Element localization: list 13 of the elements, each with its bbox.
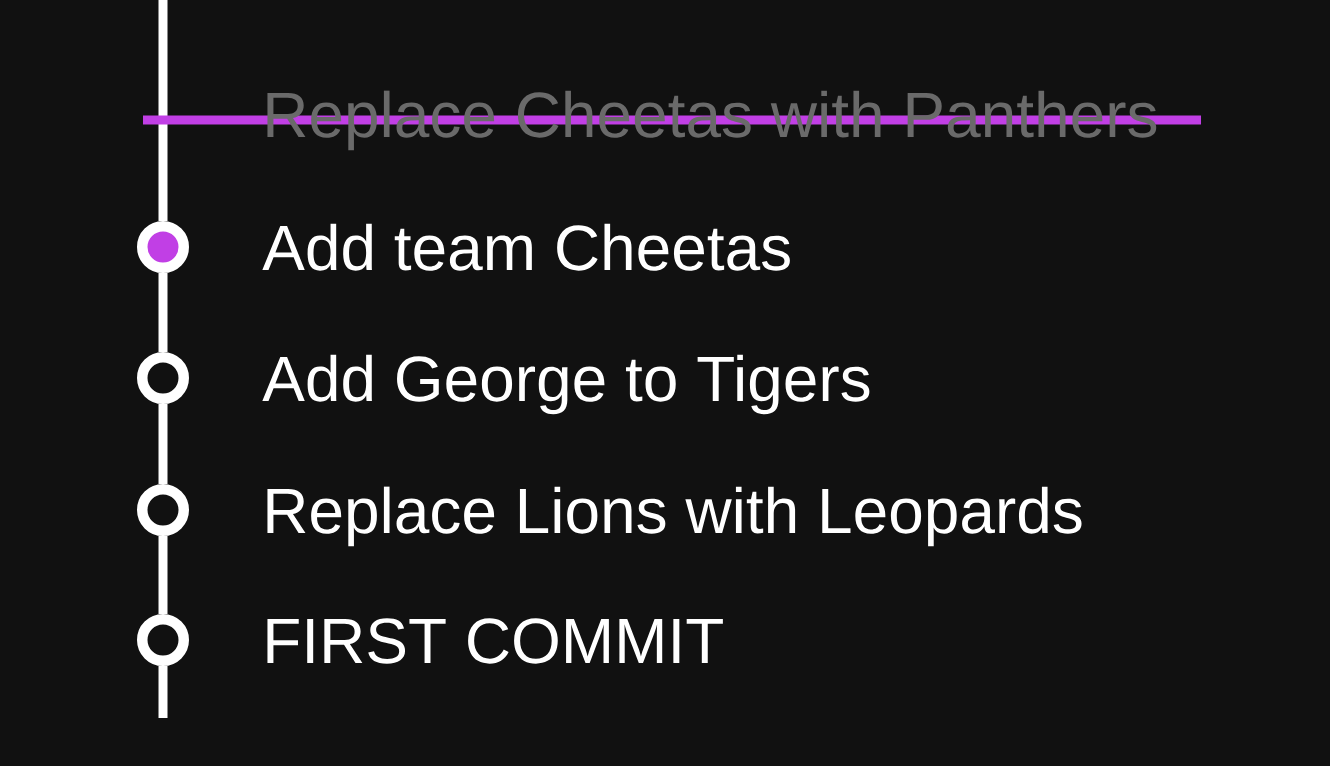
commit-circle [137, 221, 189, 273]
commit-message: FIRST COMMIT [267, 618, 723, 664]
timeline-line [158, 666, 168, 718]
commit-circle [137, 614, 189, 666]
timeline-line [158, 536, 168, 614]
commit-circle [137, 484, 189, 536]
timeline-line [158, 0, 168, 221]
commit-message: Replace Lions with Leopards [267, 486, 1082, 547]
commit-message: Add George to Tigers [262, 354, 870, 415]
commit-circle [137, 352, 189, 404]
timeline-line [158, 404, 168, 484]
timeline-line [158, 273, 168, 352]
commit-message: Add team Cheetas [262, 223, 790, 271]
